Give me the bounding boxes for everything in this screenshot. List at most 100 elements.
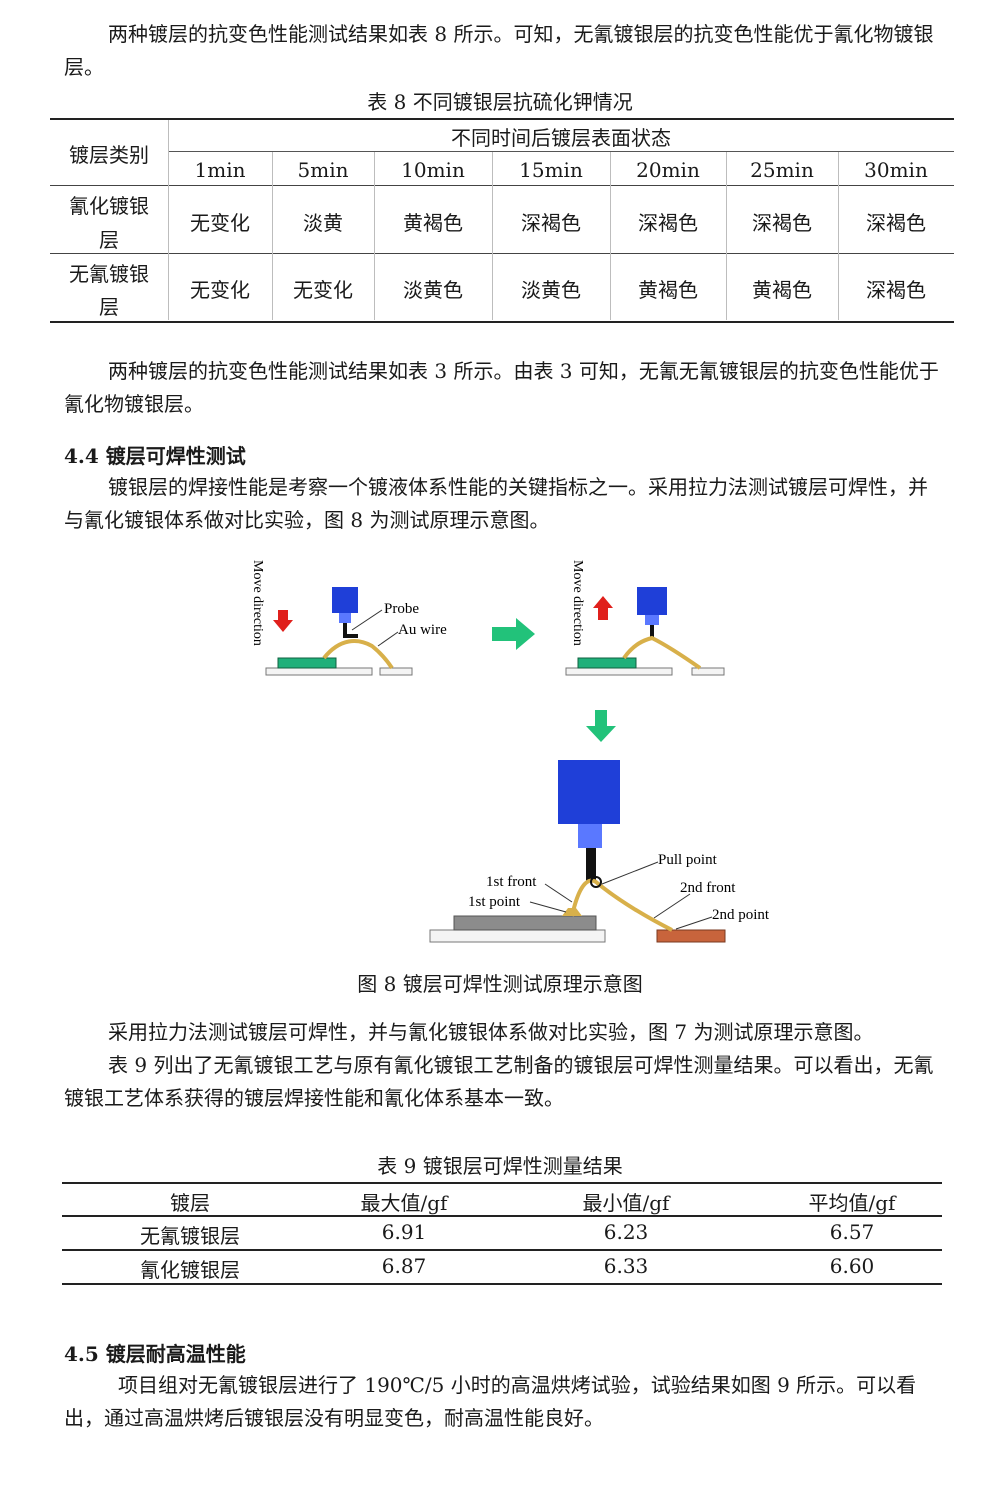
section-4-4-text: 镀银层的焊接性能是考察一个镀液体系性能的关键指标之一。采用拉力法测试镀层可焊性，…	[64, 471, 944, 537]
paragraph-text: 两种镀层的抗变色性能测试结果如表 8 所示。可知，无氰镀银层的抗变色性能优于氰化…	[64, 22, 934, 79]
table8-time-header: 25min	[750, 158, 814, 182]
table8-col-divider	[492, 152, 493, 320]
table9-cell: 无氰镀银层	[140, 1224, 240, 1248]
move-direction-label: Move direction	[570, 560, 585, 646]
right-arrow-icon	[492, 618, 535, 650]
table8-cell: 黄褐色	[638, 278, 698, 302]
table9-header-rule	[62, 1215, 942, 1217]
probe-head	[637, 587, 667, 615]
table8-cell: 淡黄色	[521, 278, 581, 302]
table9-row-rule	[62, 1249, 942, 1251]
table8-cell: 无变化	[190, 278, 250, 302]
probe-head	[332, 587, 358, 613]
table9-cell: 6.87	[381, 1254, 427, 1278]
table8-header-rule	[50, 185, 954, 186]
table8-col-divider	[272, 152, 273, 320]
second-front-label: 2nd front	[680, 880, 736, 896]
table8-group-header: 不同时间后镀层表面状态	[451, 126, 671, 150]
up-arrow-icon	[593, 596, 613, 620]
table8-row-header: 镀层类别	[69, 143, 149, 167]
au-wire	[570, 878, 673, 932]
table8-col-divider	[610, 152, 611, 320]
green-pad	[277, 657, 337, 669]
table9-header: 最大值/gf	[360, 1191, 448, 1215]
substrate-base	[565, 667, 673, 676]
table8-group-rule	[168, 151, 954, 152]
green-pad	[577, 657, 637, 669]
table8-caption: 表 8 不同镀银层抗硫化钾情况	[367, 90, 633, 114]
table9-cell: 氰化镀银层	[140, 1258, 240, 1282]
right-pad	[379, 667, 413, 676]
table8-time-header: 15min	[519, 158, 583, 182]
table9-caption: 表 9 镀银层可焊性测量结果	[377, 1154, 623, 1178]
section-4-4-heading: 4.4 镀层可焊性测试	[64, 444, 246, 468]
probe-head-large	[558, 760, 620, 824]
table8-cell: 淡黄色	[403, 278, 463, 302]
table9-top-rule	[62, 1182, 942, 1184]
table8-top-rule	[50, 118, 954, 120]
right-pad	[691, 667, 725, 676]
paragraph-method: 采用拉力法测试镀层可焊性，并与氰化镀银体系做对比实验，图 7 为测试原理示意图。	[64, 1016, 944, 1049]
substrate-base	[429, 929, 606, 943]
paragraph-table9-intro: 表 9 列出了无氰镀银工艺与原有氰化镀银工艺制备的镀银层可焊性测量结果。可以看出…	[64, 1049, 944, 1115]
bond-ball	[562, 908, 582, 916]
pull-point-marker	[590, 876, 602, 888]
figure8-caption: 图 8 镀层可焊性测试原理示意图	[357, 972, 643, 996]
table9-bottom-rule	[62, 1283, 942, 1285]
table8-cell: 黄褐色	[752, 278, 812, 302]
table8-cell: 深褐色	[521, 211, 581, 235]
table9-cell: 6.23	[603, 1220, 649, 1244]
table9-header: 平均值/gf	[808, 1191, 896, 1215]
table8-row-label: 氰化镀银	[69, 194, 149, 218]
table8-time-header: 30min	[864, 158, 928, 182]
table9-cell: 6.57	[829, 1220, 875, 1244]
table9-cell: 6.60	[829, 1254, 875, 1278]
table8-time-header: 20min	[636, 158, 700, 182]
pull-point-label: Pull point	[658, 852, 718, 868]
table8-row-label: 无氰镀银	[69, 262, 149, 286]
table8-cell: 深褐色	[866, 278, 926, 302]
table9-header: 镀层	[170, 1191, 210, 1215]
paragraph-text: 镀银层的焊接性能是考察一个镀液体系性能的关键指标之一。采用拉力法测试镀层可焊性，…	[64, 475, 928, 532]
second-point-label: 2nd point	[712, 907, 770, 923]
table8-time-header: 10min	[401, 158, 465, 182]
paragraph-table3-summary: 两种镀层的抗变色性能测试结果如表 3 所示。由表 3 可知，无氰无氰镀银层的抗变…	[64, 355, 944, 421]
probe-tip-large	[586, 848, 596, 882]
table8-col-divider	[726, 152, 727, 320]
probe-tip	[343, 623, 358, 638]
table8-cell: 淡黄	[303, 211, 343, 235]
table8-cell: 无变化	[190, 211, 250, 235]
table9-header: 最小值/gf	[582, 1191, 670, 1215]
table9-cell: 6.33	[603, 1254, 649, 1278]
paragraph-text: 两种镀层的抗变色性能测试结果如表 3 所示。由表 3 可知，无氰无氰镀银层的抗变…	[64, 359, 939, 416]
substrate-base	[265, 667, 373, 676]
table8-cell: 无变化	[293, 278, 353, 302]
table8-time-header: 1min	[194, 158, 246, 182]
table8-time-header: 5min	[297, 158, 349, 182]
move-direction-label: Move direction	[250, 560, 265, 646]
first-point-label: 1st point	[468, 894, 521, 910]
probe-neck-large	[578, 824, 602, 848]
au-wire	[322, 639, 394, 670]
table8-bottom-rule	[50, 321, 954, 323]
probe-label: Probe	[384, 601, 419, 617]
table8-cell: 深褐色	[866, 211, 926, 235]
probe-neck	[339, 613, 351, 623]
figure8-schematic: Move direction Probe Au wire Move direct…	[250, 560, 770, 943]
section-4-5-heading: 4.5 镀层耐高温性能	[64, 1342, 246, 1366]
table8-cell: 深褐色	[752, 211, 812, 235]
au-wire	[622, 635, 702, 670]
paragraph-text: 表 9 列出了无氰镀银工艺与原有氰化镀银工艺制备的镀银层可焊性测量结果。可以看出…	[64, 1053, 934, 1110]
table8-row-label: 层	[99, 228, 119, 252]
table8-row-label: 层	[99, 295, 119, 319]
chip-die	[453, 915, 597, 931]
down-arrow-icon	[273, 610, 293, 632]
down-arrow-icon	[586, 710, 616, 742]
paragraph-text: 项目组对无氰镀银层进行了 190℃/5 小时的高温烘烤试验，试验结果如图 9 所…	[64, 1373, 917, 1430]
first-front-label: 1st front	[486, 874, 537, 890]
paragraph-intro-table8: 两种镀层的抗变色性能测试结果如表 8 所示。可知，无氰镀银层的抗变色性能优于氰化…	[64, 18, 944, 84]
probe-neck	[645, 615, 659, 625]
table8-col-divider	[168, 120, 169, 320]
table8-col-divider	[838, 152, 839, 320]
section-4-5-text: 项目组对无氰镀银层进行了 190℃/5 小时的高温烘烤试验，试验结果如图 9 所…	[64, 1369, 944, 1435]
